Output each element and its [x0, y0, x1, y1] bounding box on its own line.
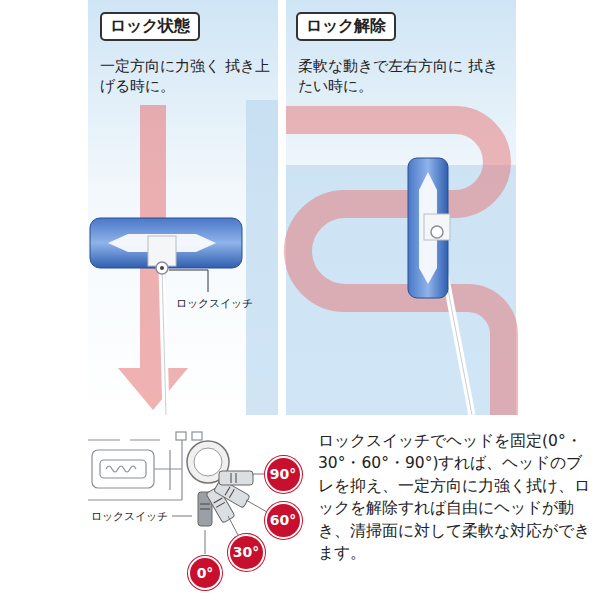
leader-line: [169, 270, 208, 292]
mop: [408, 158, 472, 415]
angle-circle: 0°: [188, 556, 222, 590]
angle-value: 90°: [270, 467, 296, 481]
lock-switch: [187, 441, 253, 526]
mode-title-box: ロック解除: [296, 12, 396, 41]
panel-ground: [88, 0, 278, 415]
description-text: 一定方向に力強く 拭き上げる時に。: [100, 56, 272, 97]
angle-value: 60°: [270, 513, 296, 527]
scene-panel: 柔軟な動きで左右方向に 拭きたい時に。 ロック解除: [286, 0, 516, 415]
wall-stripe: [246, 100, 278, 415]
mode-title: ロック解除: [306, 16, 386, 37]
angle-circle: 90°: [265, 456, 302, 493]
angle-circle: 60°: [265, 502, 302, 539]
description-text: 柔軟な動きで左右方向に 拭きたい時に。: [298, 56, 508, 97]
mechanism: [88, 432, 202, 500]
part-label: ロックスイッチ: [91, 509, 168, 524]
mop: [90, 218, 242, 415]
panel-ground: [286, 0, 516, 415]
mode-title: ロック状態: [110, 16, 190, 37]
explanation-text: ロックスイッチでヘッドを固定(0°・30°・60°・90°)すれば、ヘッドのブレ…: [318, 430, 592, 565]
angle-value: 30°: [233, 545, 259, 559]
angle-circle: 30°: [228, 534, 265, 571]
angle-value: 0°: [197, 566, 214, 580]
part-label: ロックスイッチ: [176, 296, 253, 311]
wipe-path: [286, 120, 504, 415]
scene-panel: 一定方向に力強く 拭き上げる時に。 ロック状態: [88, 0, 278, 415]
mode-title-box: ロック状態: [100, 12, 200, 41]
